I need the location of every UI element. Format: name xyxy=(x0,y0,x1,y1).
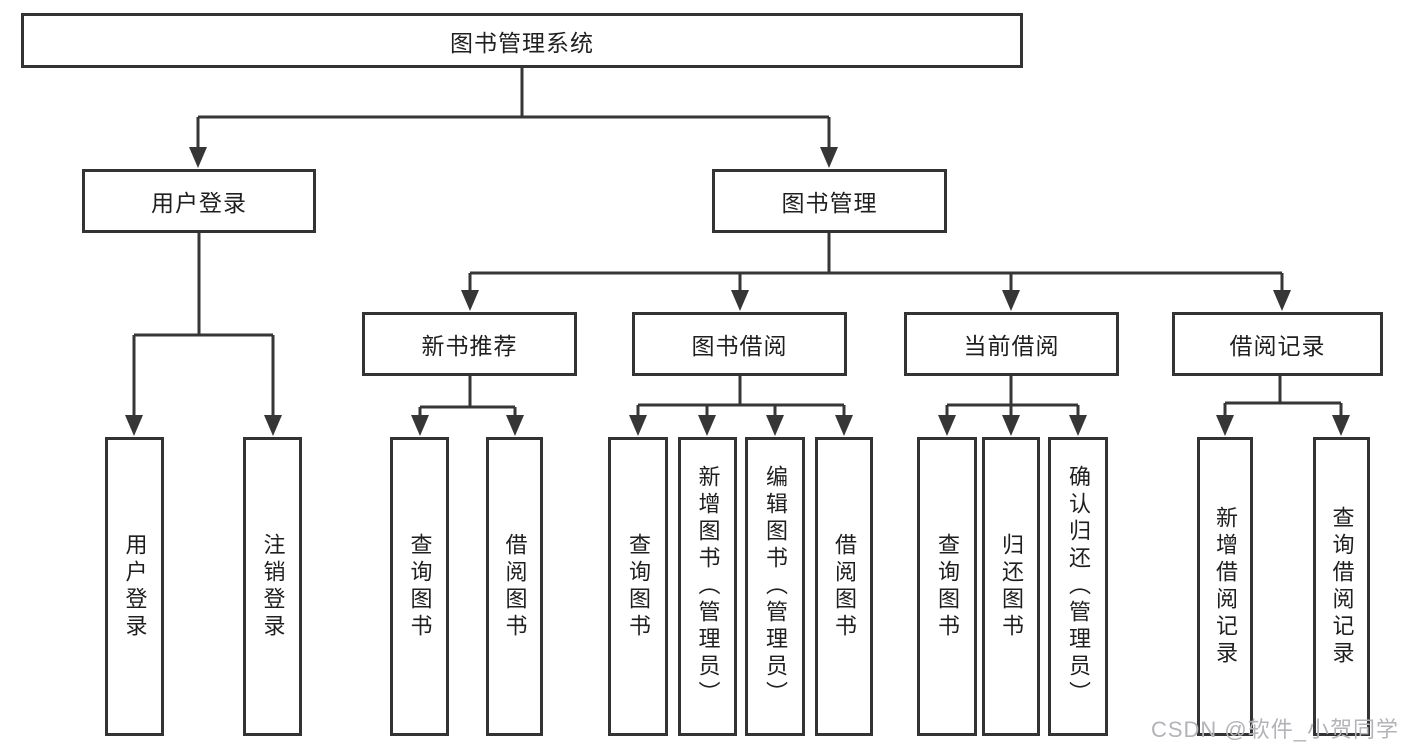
arrowhead-down xyxy=(1273,290,1291,311)
arrowhead-down xyxy=(264,415,282,436)
leaf-user-login: 用户登录 xyxy=(105,437,164,736)
arrowhead-down xyxy=(1332,415,1350,436)
connector-userlogin-to-leaves xyxy=(125,233,282,436)
arrowhead-down xyxy=(1216,415,1234,436)
node-new-book-recommend: 新书推荐 xyxy=(362,312,577,376)
node-borrow-records: 借阅记录 xyxy=(1172,312,1383,376)
leaf-borrow-books-recommend: 借阅图书 xyxy=(486,437,543,736)
arrowhead-down xyxy=(1069,415,1087,436)
arrowhead-down xyxy=(1002,415,1020,436)
leaf-query-books-current: 查询图书 xyxy=(917,437,977,736)
connector-bookmgmt-to-level3 xyxy=(461,233,1291,311)
arrowhead-down xyxy=(125,415,143,436)
leaf-add-books-admin: 新增图书（管理员） xyxy=(678,437,737,736)
arrowhead-down xyxy=(698,415,716,436)
leaf-query-borrow-record: 查询借阅记录 xyxy=(1313,437,1370,736)
arrowhead-down xyxy=(820,147,838,168)
arrowhead-down xyxy=(461,290,479,311)
leaf-confirm-return-admin: 确认归还（管理员） xyxy=(1048,437,1108,736)
leaf-query-books-recommend: 查询图书 xyxy=(390,437,449,736)
connector-bookborrow-to-leaves xyxy=(629,376,853,436)
leaf-edit-books-admin: 编辑图书（管理员） xyxy=(745,437,805,736)
node-current-borrowing: 当前借阅 xyxy=(904,312,1119,376)
node-user-login: 用户登录 xyxy=(82,169,316,233)
leaf-borrow-books: 借阅图书 xyxy=(815,437,873,736)
arrowhead-down xyxy=(189,147,207,168)
node-book-borrowing: 图书借阅 xyxy=(632,312,847,376)
arrowhead-down xyxy=(731,290,749,311)
arrowhead-down xyxy=(1002,290,1020,311)
connector-root-to-level2 xyxy=(189,68,838,168)
leaf-query-books-borrowing: 查询图书 xyxy=(608,437,668,736)
arrowhead-down xyxy=(766,415,784,436)
leaf-add-borrow-record: 新增借阅记录 xyxy=(1197,437,1253,736)
arrowhead-down xyxy=(629,415,647,436)
arrowhead-down xyxy=(835,415,853,436)
csdn-watermark: CSDN @软件_小贺同学 xyxy=(1150,717,1399,742)
leaf-logout: 注销登录 xyxy=(243,437,302,736)
connector-borrowrec-to-leaves xyxy=(1216,376,1350,436)
arrowhead-down xyxy=(411,415,429,436)
connector-newrec-to-leaves xyxy=(411,376,524,436)
arrowhead-down xyxy=(506,415,524,436)
connector-curborrow-to-leaves xyxy=(938,376,1087,436)
arrowhead-down xyxy=(938,415,956,436)
node-book-management: 图书管理 xyxy=(712,169,947,233)
node-library-system: 图书管理系统 xyxy=(21,13,1023,68)
leaf-return-books: 归还图书 xyxy=(982,437,1040,736)
